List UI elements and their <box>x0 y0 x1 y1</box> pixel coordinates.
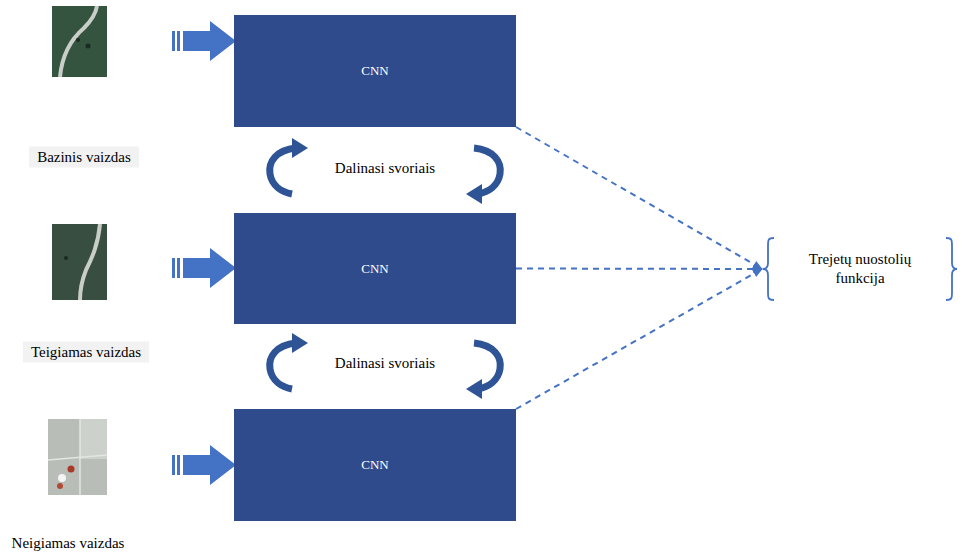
negative-image <box>48 419 107 495</box>
input-arrow <box>172 248 236 288</box>
dashed-connector <box>516 269 762 409</box>
brace <box>763 238 774 300</box>
node-text-group: CNN <box>361 457 388 473</box>
node-text-group: CNN <box>361 261 388 277</box>
node-text-group: CNN <box>361 63 388 79</box>
network-label: CNN <box>361 261 388 277</box>
node-text-group: Trejetų nuostolių funkcija <box>784 250 936 288</box>
loss-function-block: Trejetų nuostolių funkcija <box>762 236 958 302</box>
positive-image <box>52 224 107 300</box>
dashed-connector <box>516 268 762 271</box>
network-label: CNN <box>361 457 388 473</box>
input-arrow <box>172 21 236 61</box>
brace <box>946 238 957 300</box>
loss-label: Trejetų nuostolių funkcija <box>784 250 936 288</box>
cnn-box: CNN <box>234 213 516 324</box>
weight-sharing-label: Dalinasi svoriais <box>327 158 443 179</box>
image-caption: Neigiamas vaizdas <box>4 533 133 554</box>
cnn-box: CNN <box>234 15 516 127</box>
cnn-box: CNN <box>234 409 516 521</box>
image-caption: Teigiamas vaizdas <box>23 342 149 363</box>
anchor-image <box>52 6 107 77</box>
input-arrow <box>172 445 236 485</box>
image-caption: Bazinis vaizdas <box>29 147 139 168</box>
network-label: CNN <box>361 63 388 79</box>
weight-sharing-label: Dalinasi svoriais <box>327 353 443 374</box>
brace-outline <box>762 236 958 302</box>
dashed-connector <box>516 127 762 269</box>
